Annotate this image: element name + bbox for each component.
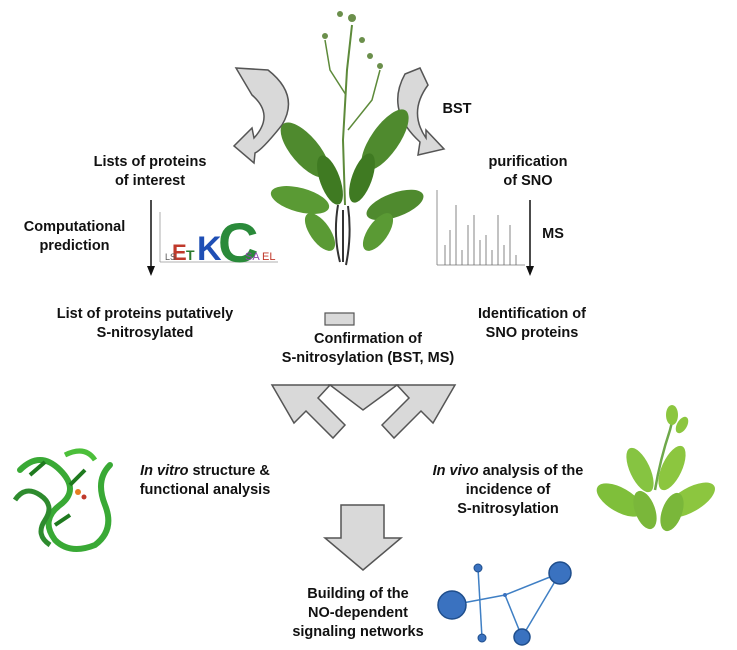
svg-text:SA: SA <box>245 251 260 263</box>
computational-prediction-line1: Computational <box>23 219 126 235</box>
svg-text:LS: LS <box>165 252 176 262</box>
svg-text:C: C <box>218 211 258 274</box>
seedling-photo <box>596 405 715 532</box>
ms-label: MS <box>542 226 564 242</box>
in-vitro-line2: functional analysis <box>139 482 271 498</box>
in-vitro-line1: In vitro structure & <box>140 463 270 479</box>
svg-text:E: E <box>172 240 187 265</box>
building-line3: signaling networks <box>292 624 424 640</box>
purification-line2: of SNO <box>503 173 553 189</box>
computational-prediction-label: Computational prediction <box>12 218 137 256</box>
curved-arrow-left <box>232 67 290 165</box>
plant-photo <box>270 11 424 266</box>
lists-of-interest-label: Lists of proteins of interest <box>60 153 240 191</box>
identification-label: Identification of SNO proteins <box>462 305 602 343</box>
putatively-label: List of proteins putatively S-nitrosylat… <box>35 305 255 343</box>
svg-text:K: K <box>197 230 222 268</box>
svg-text:EL: EL <box>262 251 275 263</box>
lists-of-interest-line1: Lists of proteins <box>93 154 207 170</box>
purification-label: purification of SNO <box>478 153 578 191</box>
bst-label: BST <box>442 101 472 117</box>
purification-line1: purification <box>488 154 568 170</box>
prediction-arrow <box>147 200 155 276</box>
building-label: Building of the NO-dependent signaling n… <box>278 585 438 642</box>
confirmation-line2: S-nitrosylation (BST, MS) <box>281 350 455 366</box>
building-line1: Building of the <box>307 586 409 602</box>
confirmation-label: Confirmation of S-nitrosylation (BST, MS… <box>268 330 468 368</box>
putatively-line1: List of proteins putatively <box>56 306 234 322</box>
computational-prediction-line2: prediction <box>39 238 110 254</box>
split-arrow <box>270 384 457 440</box>
confirmation-connector <box>324 312 355 326</box>
sequence-logo: E T K C SA EL LS <box>159 211 278 274</box>
protein-structure <box>12 448 113 552</box>
svg-text:T: T <box>186 247 195 263</box>
building-line2: NO-dependent <box>308 605 408 621</box>
down-arrow <box>322 504 404 571</box>
network-graph <box>437 561 572 646</box>
in-vivo-line2: incidence of <box>465 482 551 498</box>
ms-arrow <box>526 200 534 276</box>
in-vivo-line3: S-nitrosylation <box>457 501 559 517</box>
in-vivo-line1: In vivo analysis of the <box>432 463 584 479</box>
confirmation-line1: Confirmation of <box>314 331 422 347</box>
putatively-line2: S-nitrosylated <box>96 325 194 341</box>
lists-of-interest-line2: of interest <box>114 173 186 189</box>
mass-spectrum <box>436 190 525 266</box>
in-vitro-label: In vitro structure & functional analysis <box>125 462 285 500</box>
identification-line1: Identification of <box>478 306 586 322</box>
identification-line2: SNO proteins <box>485 325 579 341</box>
in-vivo-label: In vivo analysis of the incidence of S-n… <box>418 462 598 519</box>
curved-arrow-right <box>397 67 446 156</box>
